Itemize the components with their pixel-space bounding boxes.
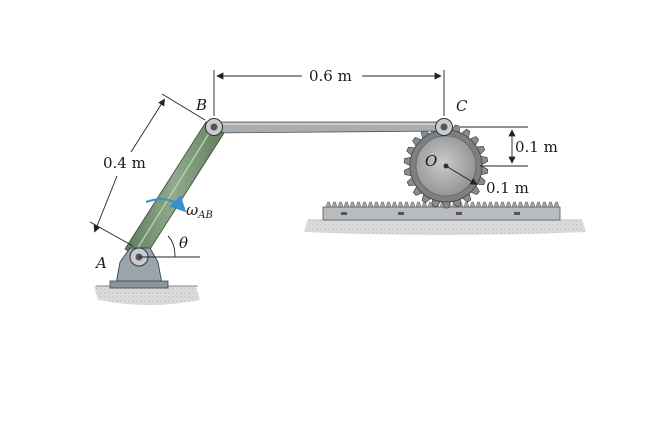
dimension-ab-label: 0.4 m [103,154,146,172]
dimension-ab: 0.4 m [89,93,206,247]
support-a [109,247,169,289]
ground-right [304,219,586,235]
point-c-label: C [456,97,468,115]
pin-b [205,118,223,136]
theta-label: θ [179,234,188,252]
angular-velocity-arrow: ωAB [145,195,213,221]
point-a-label: A [94,254,107,272]
dimension-gear-vertical-label: 0.1 m [515,138,558,156]
point-b-label: B [195,96,207,114]
dimension-bc: 0.6 m [213,67,445,116]
theta-angle: θ [139,234,200,258]
ground-left [94,285,200,305]
pin-c [435,118,453,136]
omega-label: ωAB [186,201,213,221]
link-ab [124,121,225,261]
dimension-gear-radius: 0.1 m [445,165,529,197]
dimension-gear-radius-label: 0.1 m [486,179,529,197]
link-bc [212,121,446,134]
dimension-gear-vertical: 0.1 m [460,126,558,167]
gear-rack [322,201,561,221]
dimension-bc-label: 0.6 m [309,67,352,85]
point-o-label: O [425,152,437,170]
